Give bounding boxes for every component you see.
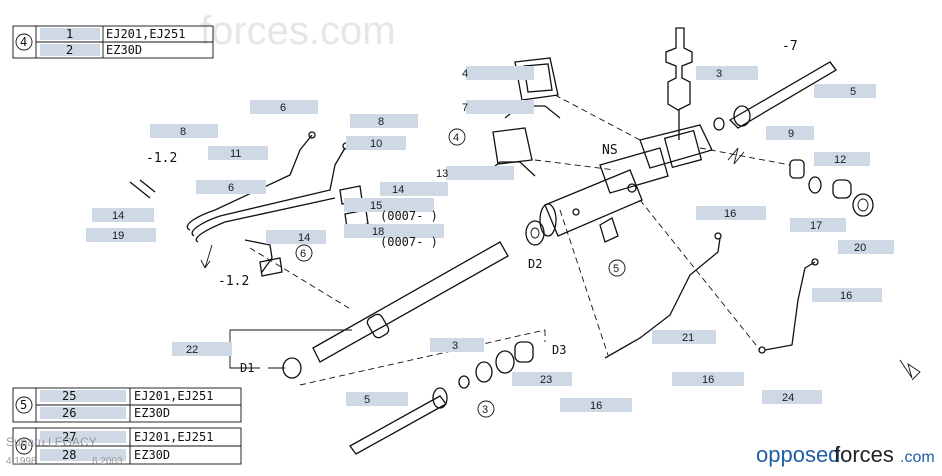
- table-5-circle: [15, 396, 33, 414]
- callout-16: 16: [724, 208, 736, 220]
- serial-note-15: (0007- ): [380, 209, 438, 223]
- callout-10: 10: [370, 138, 382, 150]
- tie-rod-left: [349, 387, 448, 455]
- callout-8: 8: [378, 116, 384, 128]
- circle-ref-4: 4: [453, 132, 459, 144]
- table-4: 4 1 2 EJ201,EJ251 EZ30D: [12, 25, 214, 59]
- callout-7: 7: [462, 102, 468, 114]
- bushings: [458, 220, 545, 389]
- direction-mark-icon: [899, 359, 921, 381]
- annotations: NS -7 -1.2 -1.2 (0007- ) (0007- ) D1 D2 …: [146, 39, 798, 375]
- table-4-num: 2: [66, 43, 73, 57]
- pinion-shaft: [665, 27, 693, 140]
- label-d3: D3: [552, 343, 566, 357]
- callout-3: 3: [716, 68, 722, 80]
- callout-18: 18: [372, 226, 384, 238]
- callout-21: 21: [682, 332, 694, 344]
- table-5-engine: EZ30D: [134, 406, 170, 420]
- label-d1: D1: [240, 361, 254, 375]
- table-5-num: 25: [62, 389, 76, 403]
- table-6-num: 27: [62, 430, 76, 444]
- brand-opposed: opposed: [756, 442, 840, 467]
- callout-22: 22: [186, 344, 198, 356]
- table-4-num: 1: [66, 27, 73, 41]
- callout-14: 14: [112, 210, 124, 222]
- callout-6: 6: [228, 182, 234, 194]
- callout-6: 6: [280, 102, 286, 114]
- circle-ref-6: 6: [300, 248, 306, 260]
- callout-13: 13: [436, 168, 448, 180]
- table-4-circle: [15, 33, 33, 51]
- table-5-num: 26: [62, 406, 76, 420]
- callouts: 4 7 13 3 5 9 12 17 20 16 16 21 16 24 16 …: [86, 66, 894, 412]
- table-6: 6 27 28 EJ201,EJ251 EZ30D: [12, 427, 242, 465]
- dashed-leaders: [249, 94, 791, 386]
- ns-label: NS: [602, 143, 618, 158]
- callout-24: 24: [782, 392, 794, 404]
- circle-ref-5: 5: [613, 263, 619, 275]
- rack-tube: [282, 241, 509, 379]
- callout-16: 16: [702, 374, 714, 386]
- table-6-num: 28: [62, 448, 76, 462]
- brand-forces: forces: [834, 442, 894, 467]
- table-4-circle-label: 4: [20, 35, 27, 49]
- table-6-engine: EZ30D: [134, 448, 170, 462]
- table-5-circle-label: 5: [20, 398, 27, 412]
- watermark-years-start: 4.1998: [6, 456, 37, 467]
- callout-5: 5: [364, 394, 370, 406]
- washer-3: [713, 117, 725, 131]
- callout-20: 20: [854, 242, 866, 254]
- callout-23: 23: [540, 374, 552, 386]
- table-6-circle: [15, 437, 33, 455]
- steering-rack-body: [539, 124, 713, 237]
- callout-5: 5: [850, 86, 856, 98]
- table-4-engine: EZ30D: [106, 43, 142, 57]
- note-minus-7: -7: [782, 39, 798, 54]
- table-5: 5 25 26 EJ201,EJ251 EZ30D: [12, 387, 242, 423]
- note-minus-1-2: -1.2: [218, 274, 249, 289]
- callout-16: 16: [840, 290, 852, 302]
- note-minus-1-2: -1.2: [146, 151, 177, 166]
- brand-suffix: .com: [900, 449, 935, 466]
- circle-ref-3: 3: [482, 404, 488, 416]
- watermark-vehicle: Subaru LEGACY: [6, 435, 97, 449]
- boot-parts: [789, 159, 874, 217]
- table-5-engine: EJ201,EJ251: [134, 389, 213, 403]
- tie-rod-right: [728, 61, 837, 129]
- callout-17: 17: [810, 220, 822, 232]
- watermark-top: forces.com: [200, 9, 396, 53]
- callout-3: 3: [452, 340, 458, 352]
- fluid-pipes-left: [129, 131, 350, 273]
- callout-14: 14: [298, 232, 310, 244]
- arrow-down-icon: [200, 244, 213, 269]
- callout-9: 9: [788, 128, 794, 140]
- table-4-engine: EJ201,EJ251: [106, 27, 185, 41]
- callout-15: 15: [370, 200, 382, 212]
- callout-11: 11: [230, 148, 241, 160]
- serial-note-18: (0007- ): [380, 235, 438, 249]
- fluid-pipes-right: [604, 232, 819, 359]
- watermark-years-end: 6.2003: [92, 456, 123, 467]
- callout-14: 14: [392, 184, 404, 196]
- label-d2: D2: [528, 257, 542, 271]
- callout-16: 16: [590, 400, 602, 412]
- table-6-circle-label: 6: [20, 439, 27, 453]
- callout-12: 12: [834, 154, 846, 166]
- circled-refs: 4 5 6 3: [295, 128, 626, 418]
- table-6-engine: EJ201,EJ251: [134, 430, 213, 444]
- callout-4: 4: [462, 68, 468, 80]
- callout-8: 8: [180, 126, 186, 138]
- pipe-clamps: [259, 185, 619, 277]
- callout-19: 19: [112, 230, 124, 242]
